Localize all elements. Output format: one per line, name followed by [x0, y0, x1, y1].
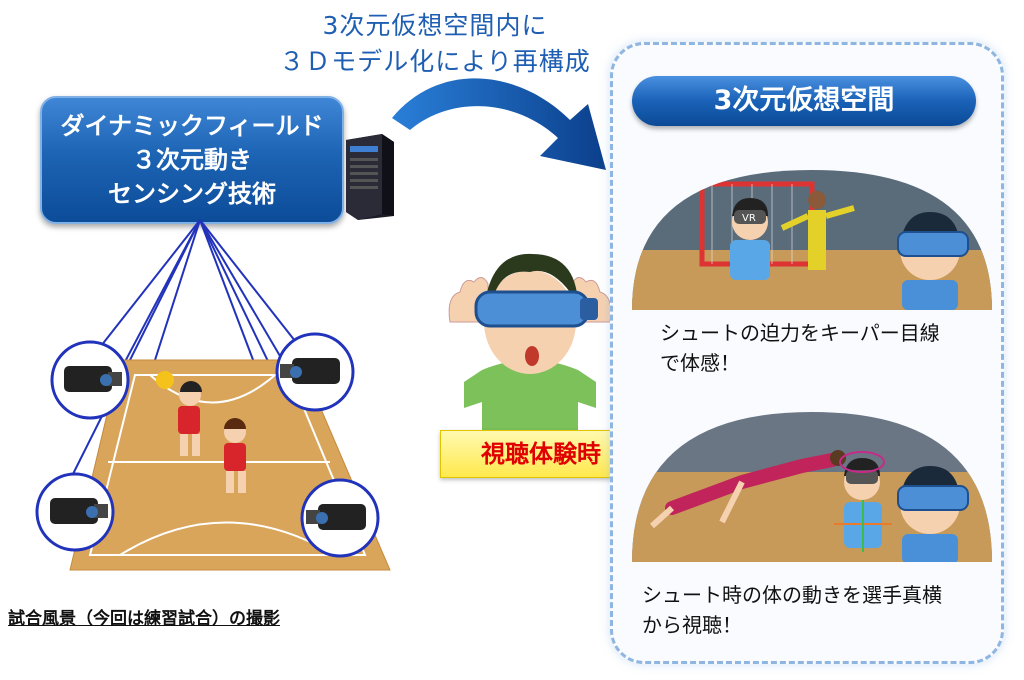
vr-viewer-illustration	[448, 253, 612, 432]
tech-box-line2: ３次元動き	[132, 146, 252, 174]
camera-bottom-right	[300, 478, 380, 558]
top-caption-line2: ３Ｄモデル化により再構成	[279, 47, 591, 76]
shooting-caption: 試合風景（今回は練習試合）の撮影	[8, 609, 280, 629]
player-red-2	[224, 418, 246, 493]
player-red-1	[156, 371, 202, 456]
svg-text:VR: VR	[742, 213, 756, 224]
court-illustration	[35, 219, 391, 571]
top-caption-line1: 3次元仮想空間内に	[322, 11, 548, 40]
tech-box-line3: センシング技術	[108, 180, 276, 208]
server-icon	[346, 134, 394, 220]
scene1-caption-line1: シュートの迫力をキーパー目線	[660, 321, 940, 345]
sensing-tech-box: ダイナミックフィールド ３次元動き センシング技術	[40, 96, 344, 224]
tech-box-line1: ダイナミックフィールド	[60, 112, 324, 140]
virtual-space-title: 3次元仮想空間	[632, 76, 976, 126]
viewing-badge: 視聴体験時	[440, 430, 642, 478]
scene2-caption-line1: シュート時の体の動きを選手真横	[642, 583, 942, 607]
camera-top-left	[50, 340, 130, 420]
top-caption: 3次元仮想空間内に ３Ｄモデル化により再構成	[255, 8, 615, 80]
camera-bottom-left	[35, 472, 115, 552]
camera-top-right	[275, 332, 355, 412]
scene2-caption: シュート時の体の動きを選手真横 から視聴！	[642, 580, 992, 640]
scene2-caption-line2: から視聴！	[642, 613, 742, 637]
scene1-caption-line2: で体感！	[660, 351, 740, 375]
scene-keeper-view: VR	[632, 170, 992, 310]
scene-side-view	[632, 412, 992, 562]
scene1-caption: シュートの迫力をキーパー目線 で体感！	[660, 318, 990, 378]
